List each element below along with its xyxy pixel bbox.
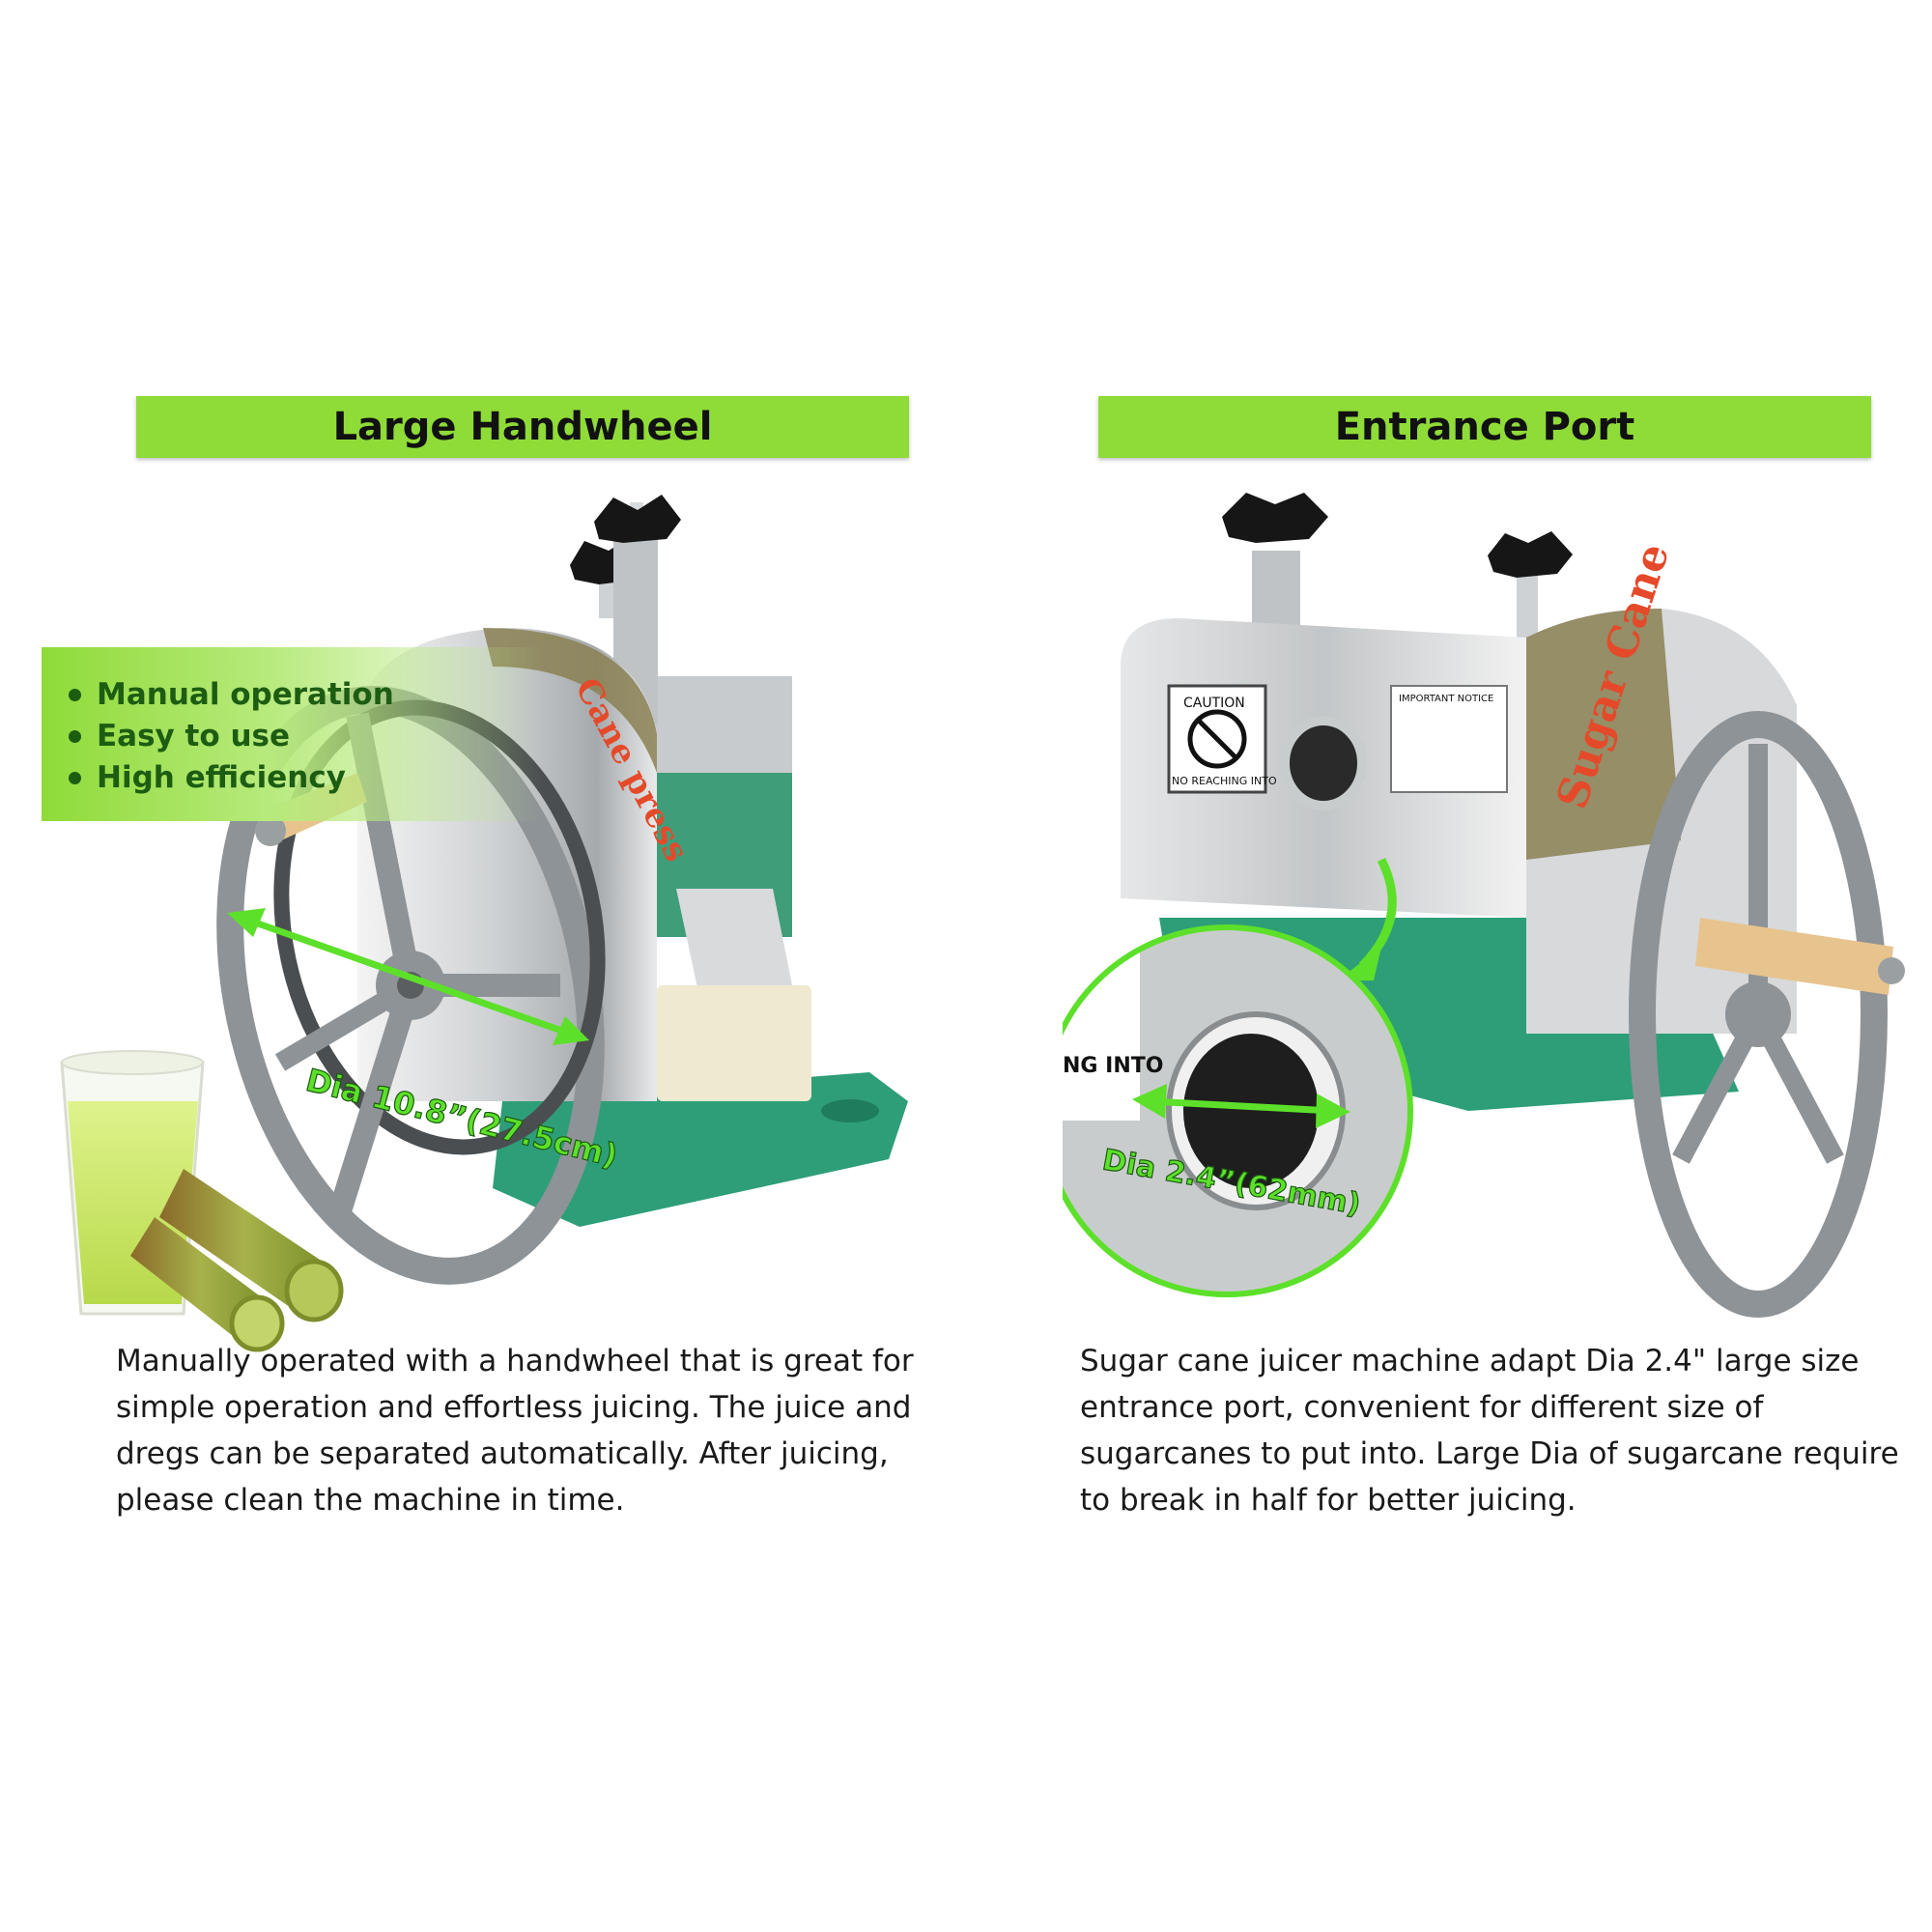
panel-large-handwheel: Large Handwheel	[42, 396, 914, 1518]
entrance-port	[1280, 716, 1367, 810]
warning-label: NO REACHING INTO	[1172, 775, 1277, 787]
banner-title: Entrance Port	[1334, 405, 1635, 449]
bullet-icon	[69, 689, 81, 701]
feature-item: High efficiency	[69, 757, 544, 799]
handwheel-description: Manually operated with a handwheel that …	[116, 1344, 914, 1518]
handwheel	[1629, 711, 1905, 1318]
feature-list: Manual operation Easy to use High effici…	[42, 647, 544, 821]
feature-item: Easy to use	[69, 716, 544, 757]
bullet-icon	[69, 730, 81, 743]
banner-large-handwheel: Large Handwheel	[136, 396, 909, 458]
bullet-icon	[69, 772, 81, 784]
feature-item: Manual operation	[69, 674, 544, 716]
banner-entrance-port: Entrance Port	[1098, 396, 1871, 458]
handwheel-juicer-photo: Cane press Dia 10.8”(27.5cm)	[60, 495, 908, 1352]
zoom-detail-circle: NG INTO	[1063, 924, 1413, 1297]
notice-label: IMPORTANT NOTICE	[1399, 694, 1493, 704]
sugar-cane-image	[130, 1169, 344, 1352]
entrance-port-juicer-photo: CAUTION NO REACHING INTO IMPORTANT NOTIC…	[1063, 493, 1905, 1318]
caution-label: CAUTION	[1183, 696, 1245, 711]
entrance-port-description: Sugar cane juicer machine adapt Dia 2.4"…	[1080, 1344, 1899, 1518]
warning-zoom-label: NG INTO	[1063, 1054, 1163, 1078]
banner-title: Large Handwheel	[332, 405, 713, 449]
diameter-arrow-icon	[227, 908, 589, 1045]
panel-entrance-port: Entrance Port CAUTION NO REACHING IN	[966, 0, 1932, 1932]
no-hand-icon	[1187, 709, 1247, 769]
